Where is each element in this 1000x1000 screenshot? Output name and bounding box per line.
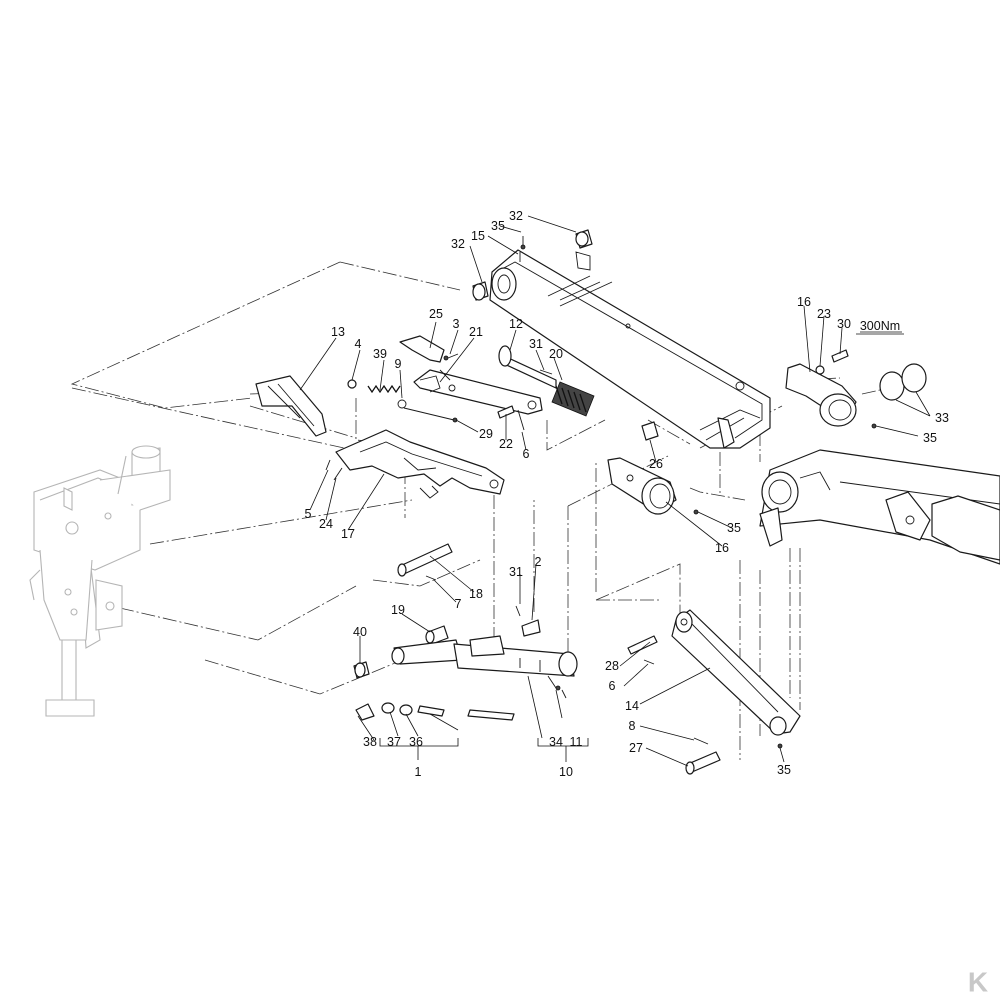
- callout-32-top: 32: [509, 209, 523, 223]
- callout-17: 17: [341, 527, 355, 541]
- part-13-guide-plate: [255, 375, 327, 437]
- part-30-bolt: [831, 349, 849, 363]
- part-35-grease-nipple-top: [520, 236, 526, 250]
- part-2-pin: [521, 619, 541, 637]
- part-40-bush: [353, 661, 370, 679]
- callout-25: 25: [429, 307, 443, 321]
- callout-31-top: 31: [529, 337, 543, 351]
- callout-19: 19: [391, 603, 405, 617]
- callout-11: 11: [570, 735, 583, 749]
- callout-7: 7: [455, 597, 462, 611]
- callout-34: 34: [549, 735, 563, 749]
- callout-4: 4: [355, 337, 362, 351]
- part-29-rod: [403, 407, 458, 423]
- callout-40: 40: [353, 625, 367, 639]
- part-12-long-pin: [498, 345, 557, 389]
- part-35-grease-nipple-b: [693, 509, 699, 515]
- part-27-pin: [685, 751, 721, 775]
- callout-35-mid: 35: [727, 521, 741, 535]
- part-22-pin: [497, 405, 515, 419]
- part-25-handle: [399, 335, 445, 363]
- callout-29: 29: [479, 427, 493, 441]
- leader-lines: [299, 215, 931, 767]
- part-18-pin: [397, 543, 453, 577]
- callout-21: 21: [469, 325, 483, 339]
- part-32-bush-right: [575, 229, 593, 249]
- part-19-bush: [425, 625, 449, 645]
- part-10-hydraulic-cylinder: [391, 635, 578, 677]
- callout-24: 24: [319, 517, 333, 531]
- part-16-bearing-plate-left: [607, 457, 677, 515]
- callout-35-right: 35: [923, 431, 937, 445]
- callout-30: 30: [837, 317, 851, 331]
- callout-labels: 32 35 15 32 13 4 39 9 25 3 21 12 31 20 2…: [305, 209, 949, 779]
- part-23-nut: [815, 365, 825, 375]
- part-1-fitting-kit: [355, 702, 515, 721]
- callout-39: 39: [373, 347, 387, 361]
- callout-14: 14: [625, 699, 639, 713]
- callout-35-bottom: 35: [777, 763, 791, 777]
- callout-1: 1: [415, 765, 422, 779]
- callout-16-right: 16: [797, 295, 811, 309]
- part-28-pin: [627, 635, 658, 655]
- part-20-spring: [551, 381, 595, 417]
- torque-label: 300Nm: [860, 319, 900, 333]
- callout-18: 18: [469, 587, 483, 601]
- callout-38: 38: [363, 735, 377, 749]
- callout-23: 23: [817, 307, 831, 321]
- part-6-split-pin-c: [643, 659, 655, 665]
- callout-26: 26: [649, 457, 663, 471]
- callout-20: 20: [549, 347, 563, 361]
- callout-32-left: 32: [451, 237, 465, 251]
- ghost-frame-right: [759, 449, 1000, 565]
- callout-6-lower: 6: [609, 679, 616, 693]
- callout-9: 9: [395, 357, 402, 371]
- part-3-bolt: [443, 353, 459, 361]
- part-21-lever: [413, 369, 543, 415]
- callout-27: 27: [629, 741, 643, 755]
- part-32-bush-left: [472, 281, 489, 301]
- callout-5: 5: [305, 507, 312, 521]
- ghost-main-frame: [29, 445, 171, 717]
- part-8-split-pin: [693, 737, 709, 745]
- part-14-link-arm: [671, 609, 801, 736]
- callout-8: 8: [629, 719, 636, 733]
- part-39-spring: [367, 384, 407, 409]
- part-11-fitting: [547, 675, 567, 699]
- part-33-o-rings: [879, 363, 927, 401]
- callout-2: 2: [535, 555, 542, 569]
- callout-12: 12: [509, 317, 523, 331]
- callout-22: 22: [499, 437, 513, 451]
- callout-16-left: 16: [715, 541, 729, 555]
- logo-text: K: [968, 967, 988, 998]
- part-31-split-pin-b: [515, 605, 521, 617]
- part-35-grease-nipple-d: [777, 743, 783, 749]
- part-6-split-pin-a: [517, 409, 525, 431]
- part-31-split-pin: [539, 369, 553, 375]
- callout-31-mid: 31: [509, 565, 523, 579]
- callout-10: 10: [559, 765, 573, 779]
- part-5-pin: [325, 459, 331, 471]
- part-7-split-pin: [425, 575, 437, 581]
- part-26-plate: [641, 421, 659, 441]
- part-24-pin: [333, 467, 343, 481]
- part-4-nut: [347, 379, 357, 389]
- callout-33: 33: [935, 411, 949, 425]
- callout-15: 15: [471, 229, 485, 243]
- callout-36: 36: [409, 735, 423, 749]
- callout-6-top: 6: [523, 447, 530, 461]
- callout-35-top: 35: [491, 219, 505, 233]
- callout-3: 3: [453, 317, 460, 331]
- callout-13: 13: [331, 325, 345, 339]
- part-15-main-beam: [489, 249, 771, 449]
- part-35-grease-nipple-c: [871, 423, 877, 429]
- brand-logo: K: [962, 966, 994, 998]
- part-16-bearing-plate-right: [785, 363, 857, 427]
- part-17-hook-bracket: [335, 429, 505, 499]
- callout-37: 37: [387, 735, 401, 749]
- callout-28: 28: [605, 659, 619, 673]
